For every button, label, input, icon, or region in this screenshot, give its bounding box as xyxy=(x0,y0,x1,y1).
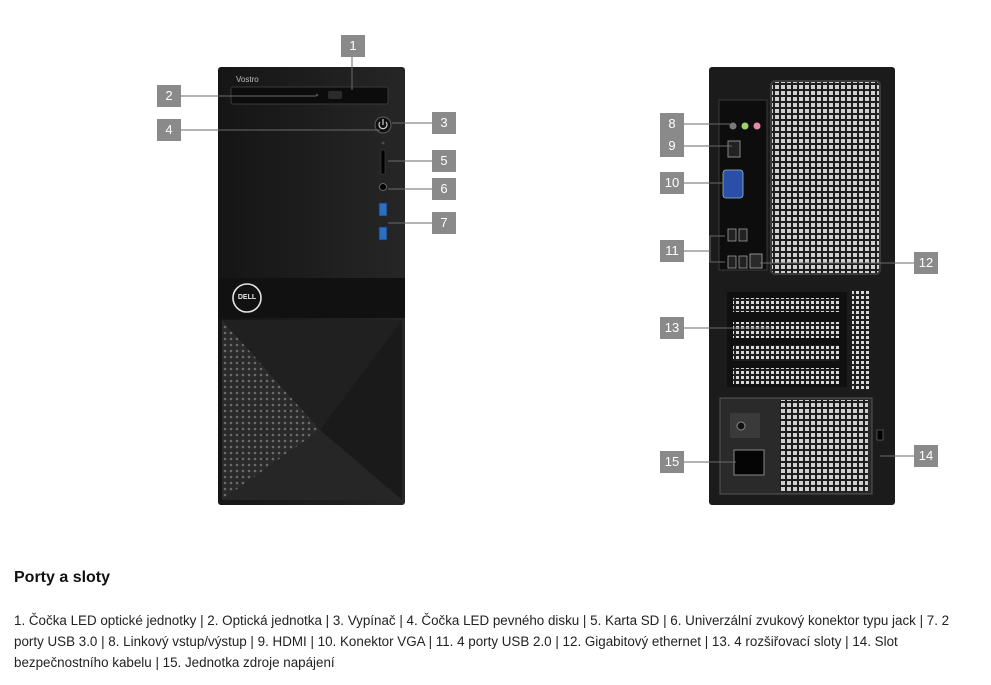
ports-legend: 1. Čočka LED optické jednotky | 2. Optic… xyxy=(14,613,950,670)
sd-card-slot xyxy=(380,149,386,175)
callout-3: 3 xyxy=(432,112,456,134)
callout-13: 13 xyxy=(660,317,684,339)
optical-led xyxy=(315,93,319,97)
audio-jack xyxy=(379,183,387,191)
callout-6: 6 xyxy=(432,178,456,200)
expansion-slot-2 xyxy=(733,322,839,338)
vga-port xyxy=(722,169,744,199)
leader-lines xyxy=(181,57,914,463)
callout-9: 9 xyxy=(660,135,684,157)
callout-12: 12 xyxy=(914,252,938,274)
expansion-slot-1 xyxy=(733,298,839,312)
dell-logo-text: DELL xyxy=(237,294,257,301)
hdd-led xyxy=(381,141,385,145)
callout-11: 11 xyxy=(660,240,684,262)
front-texture xyxy=(222,320,320,500)
rear-top-vent xyxy=(770,80,881,275)
ethernet-port xyxy=(749,253,763,269)
expansion-slot-4 xyxy=(733,368,839,384)
usb3-port-1 xyxy=(378,202,388,217)
callout-7: 7 xyxy=(432,212,456,234)
usb2-port-2 xyxy=(738,228,748,242)
rear-tower xyxy=(709,67,895,505)
front-tower xyxy=(218,67,405,505)
diagram-svg xyxy=(181,57,914,505)
psu-fan-grill xyxy=(780,400,868,492)
usb2-port-1 xyxy=(727,228,737,242)
callout-1: 1 xyxy=(341,35,365,57)
usb2-port-4 xyxy=(738,255,748,269)
usb3-port-2 xyxy=(378,226,388,241)
callout-14: 14 xyxy=(914,445,938,467)
callout-5: 5 xyxy=(432,150,456,172)
callout-15: 15 xyxy=(660,451,684,473)
side-vent xyxy=(852,290,870,390)
security-slot xyxy=(876,429,884,441)
callout-8: 8 xyxy=(660,113,684,135)
product-diagram: Vostro DELL 1 2 3 4 5 6 7 8 9 10 11 12 1… xyxy=(157,35,938,505)
callout-2: 2 xyxy=(157,85,181,107)
callout-4: 4 xyxy=(157,119,181,141)
callout-10: 10 xyxy=(660,172,684,194)
power-connector xyxy=(733,449,765,476)
usb2-port-3 xyxy=(727,255,737,269)
eject-button xyxy=(328,91,342,99)
brand-label: Vostro xyxy=(236,75,259,84)
dell-logo xyxy=(232,283,262,313)
audio-line-out xyxy=(741,122,749,130)
section-title: Porty a sloty xyxy=(14,569,111,586)
audio-mic xyxy=(753,122,761,130)
hdmi-port xyxy=(727,140,741,158)
expansion-slot-3 xyxy=(733,345,839,361)
